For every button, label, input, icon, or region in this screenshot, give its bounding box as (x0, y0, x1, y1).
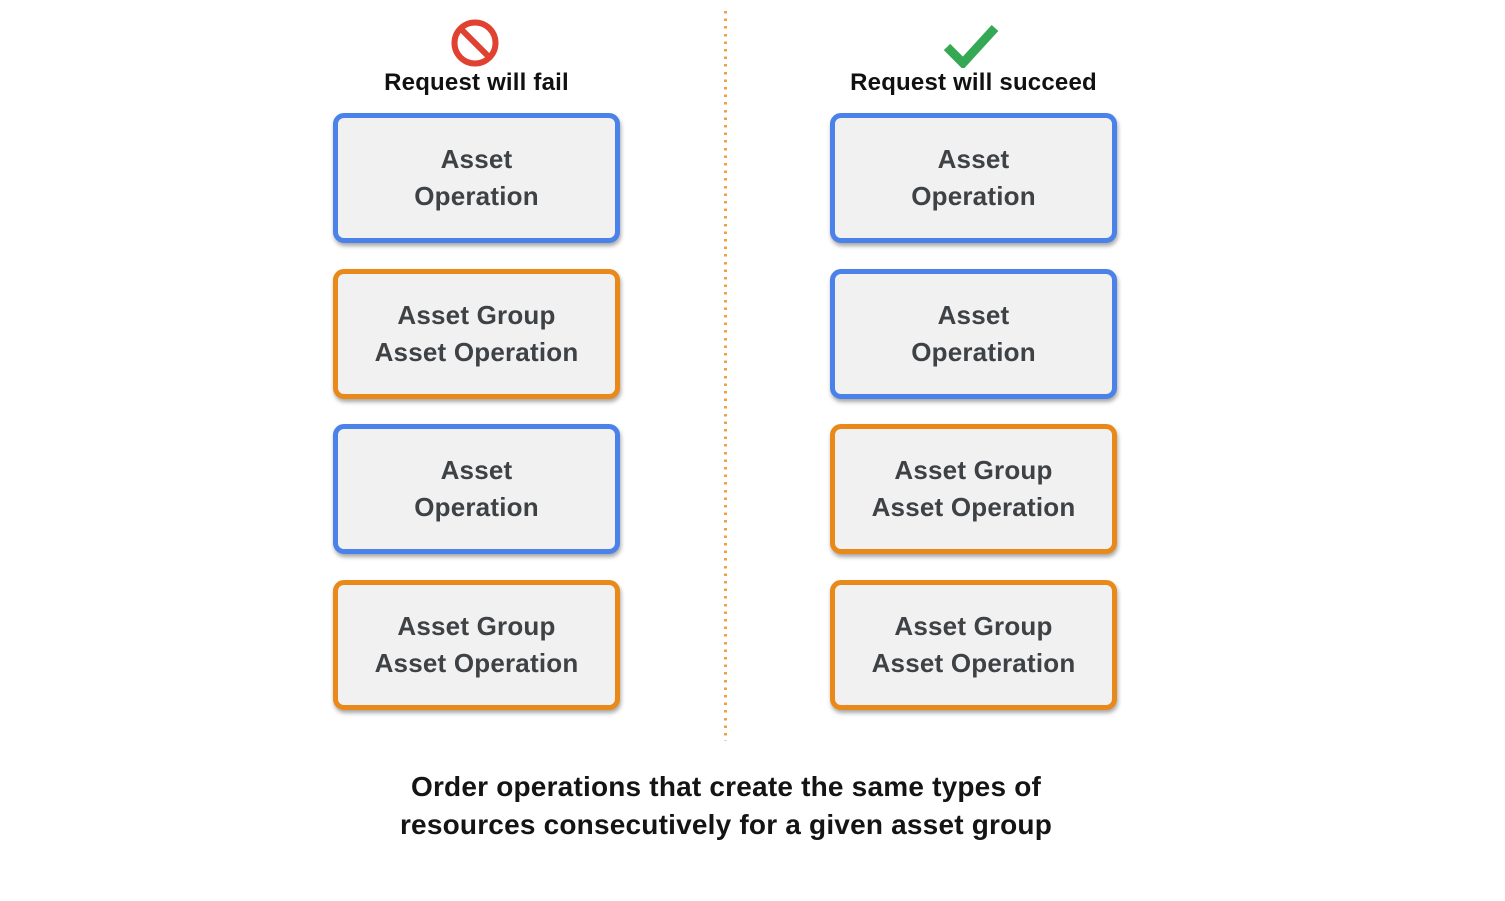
box-label-line: Asset Operation (871, 648, 1076, 678)
box-label-line: Asset Group (397, 611, 556, 641)
box-label-line: Asset Group (894, 611, 1053, 641)
box-label-line: Asset (440, 455, 513, 485)
check-icon (943, 24, 999, 68)
box-label-line: Operation (414, 181, 539, 211)
prohibition-icon (451, 19, 499, 67)
column-succeed-title: Request will succeed (850, 69, 1097, 96)
box-label-line: Asset Operation (374, 337, 579, 367)
asset-operation-box: Asset Operation (333, 113, 620, 243)
asset-group-asset-operation-box: Asset Group Asset Operation (830, 580, 1117, 710)
column-fail-title: Request will fail (384, 69, 569, 96)
box-label-line: Asset (937, 144, 1010, 174)
asset-group-asset-operation-box: Asset Group Asset Operation (333, 269, 620, 399)
caption-line: Order operations that create the same ty… (410, 771, 1042, 802)
asset-group-asset-operation-box: Asset Group Asset Operation (830, 424, 1117, 554)
asset-operation-box: Asset Operation (830, 113, 1117, 243)
asset-operation-box: Asset Operation (333, 424, 620, 554)
box-label-line: Operation (414, 492, 539, 522)
box-label-line: Asset Group (894, 455, 1053, 485)
box-label-line: Asset Operation (871, 492, 1076, 522)
box-label-line: Asset Operation (374, 648, 579, 678)
box-label-line: Asset (440, 144, 513, 174)
box-label-line: Operation (911, 181, 1036, 211)
dotted-divider (724, 11, 727, 741)
caption-line: resources consecutively for a given asse… (399, 809, 1053, 840)
box-label-line: Operation (911, 337, 1036, 367)
caption: Order operations that create the same ty… (0, 768, 1452, 844)
box-label-line: Asset (937, 300, 1010, 330)
box-label-line: Asset Group (397, 300, 556, 330)
asset-group-asset-operation-box: Asset Group Asset Operation (333, 580, 620, 710)
asset-operation-box: Asset Operation (830, 269, 1117, 399)
